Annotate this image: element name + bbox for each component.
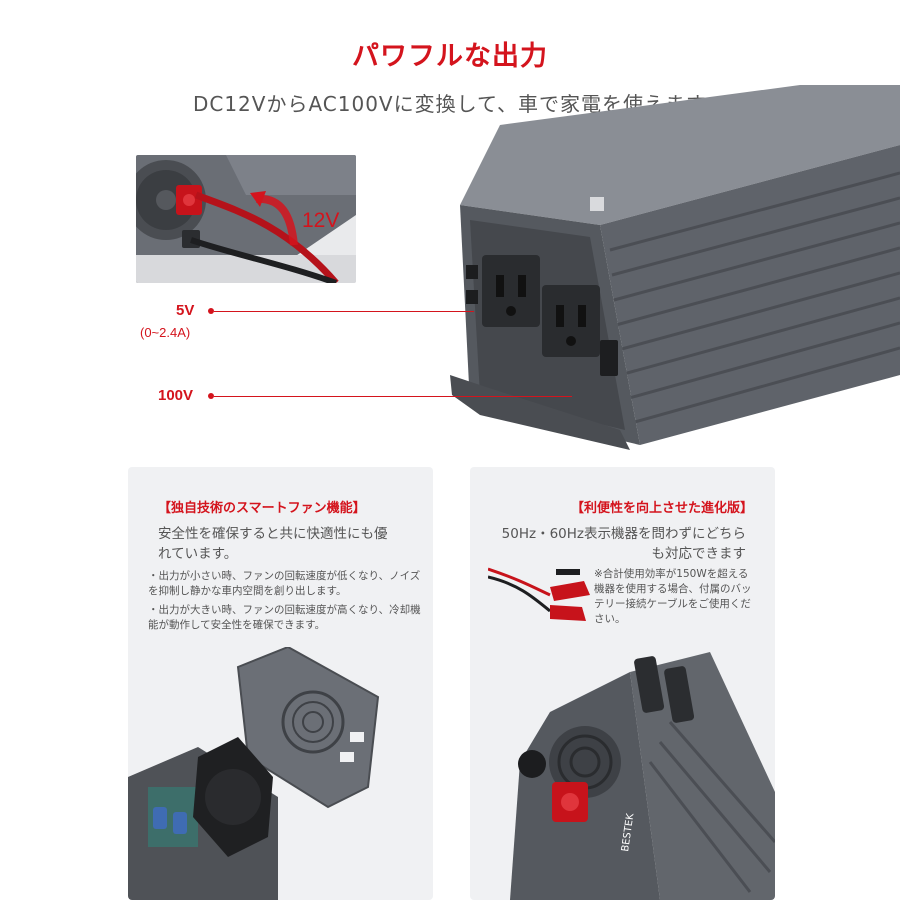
inverter-device-illustration	[450, 85, 900, 450]
voltage-12v-label: 12V	[302, 209, 340, 232]
inverter-rear-illustration: BESTEK	[510, 652, 775, 900]
usb-5v-label: 5V	[176, 302, 195, 319]
usb-current-label: (0~2.4A)	[140, 325, 191, 340]
ac-callout-line	[214, 396, 572, 397]
fan-exploded-illustration	[128, 647, 380, 900]
device-brand-label: BESTEK	[620, 812, 636, 852]
smart-fan-card: 【独自技術のスマートファン機能】 安全性を確保すると共に快適性にも優れています。…	[128, 467, 433, 900]
terminal-inset-photo: 12V	[136, 155, 356, 283]
improved-version-card: 【利便性を向上させた進化版】 50Hz・60Hz表示機器を問わずにどちらも対応で…	[470, 467, 775, 900]
smart-fan-bullet-2: ・出力が大きい時、ファンの回転速度が高くなり、冷却機能が動作して安全性を確保でき…	[148, 604, 421, 631]
ac-callout-dot	[208, 393, 214, 399]
battery-cable-illustration	[488, 567, 590, 621]
terminal-illustration	[136, 155, 356, 283]
page-title: パワフルな出力	[352, 41, 548, 72]
improved-version-description: 50Hz・60Hz表示機器を問わずにどちらも対応できます	[501, 526, 746, 562]
smart-fan-title: 【独自技術のスマートファン機能】	[158, 501, 366, 516]
battery-cable-note: ※合計使用効率が150Wを超える機器を使用する場合、付属のバッテリー接続ケーブル…	[594, 568, 752, 625]
usb-callout-line	[214, 311, 474, 312]
smart-fan-bullet-1: ・出力が小さい時、ファンの回転速度が低くなり、ノイズを抑制し静かな車内空間を創り…	[148, 570, 421, 597]
usb-callout-dot	[208, 308, 214, 314]
improved-version-title: 【利便性を向上させた進化版】	[570, 501, 753, 516]
ac-100v-label: 100V	[158, 387, 194, 404]
smart-fan-description: 安全性を確保すると共に快適性にも優れています。	[158, 526, 388, 562]
